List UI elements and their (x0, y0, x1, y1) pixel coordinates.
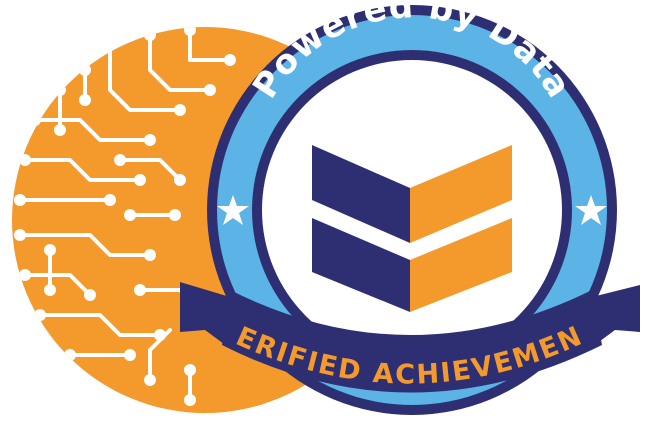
star-icon-right (575, 195, 607, 225)
ribbon-banner (180, 282, 640, 393)
star-icon-left (217, 195, 249, 225)
shield-chevron-icon (312, 145, 512, 312)
